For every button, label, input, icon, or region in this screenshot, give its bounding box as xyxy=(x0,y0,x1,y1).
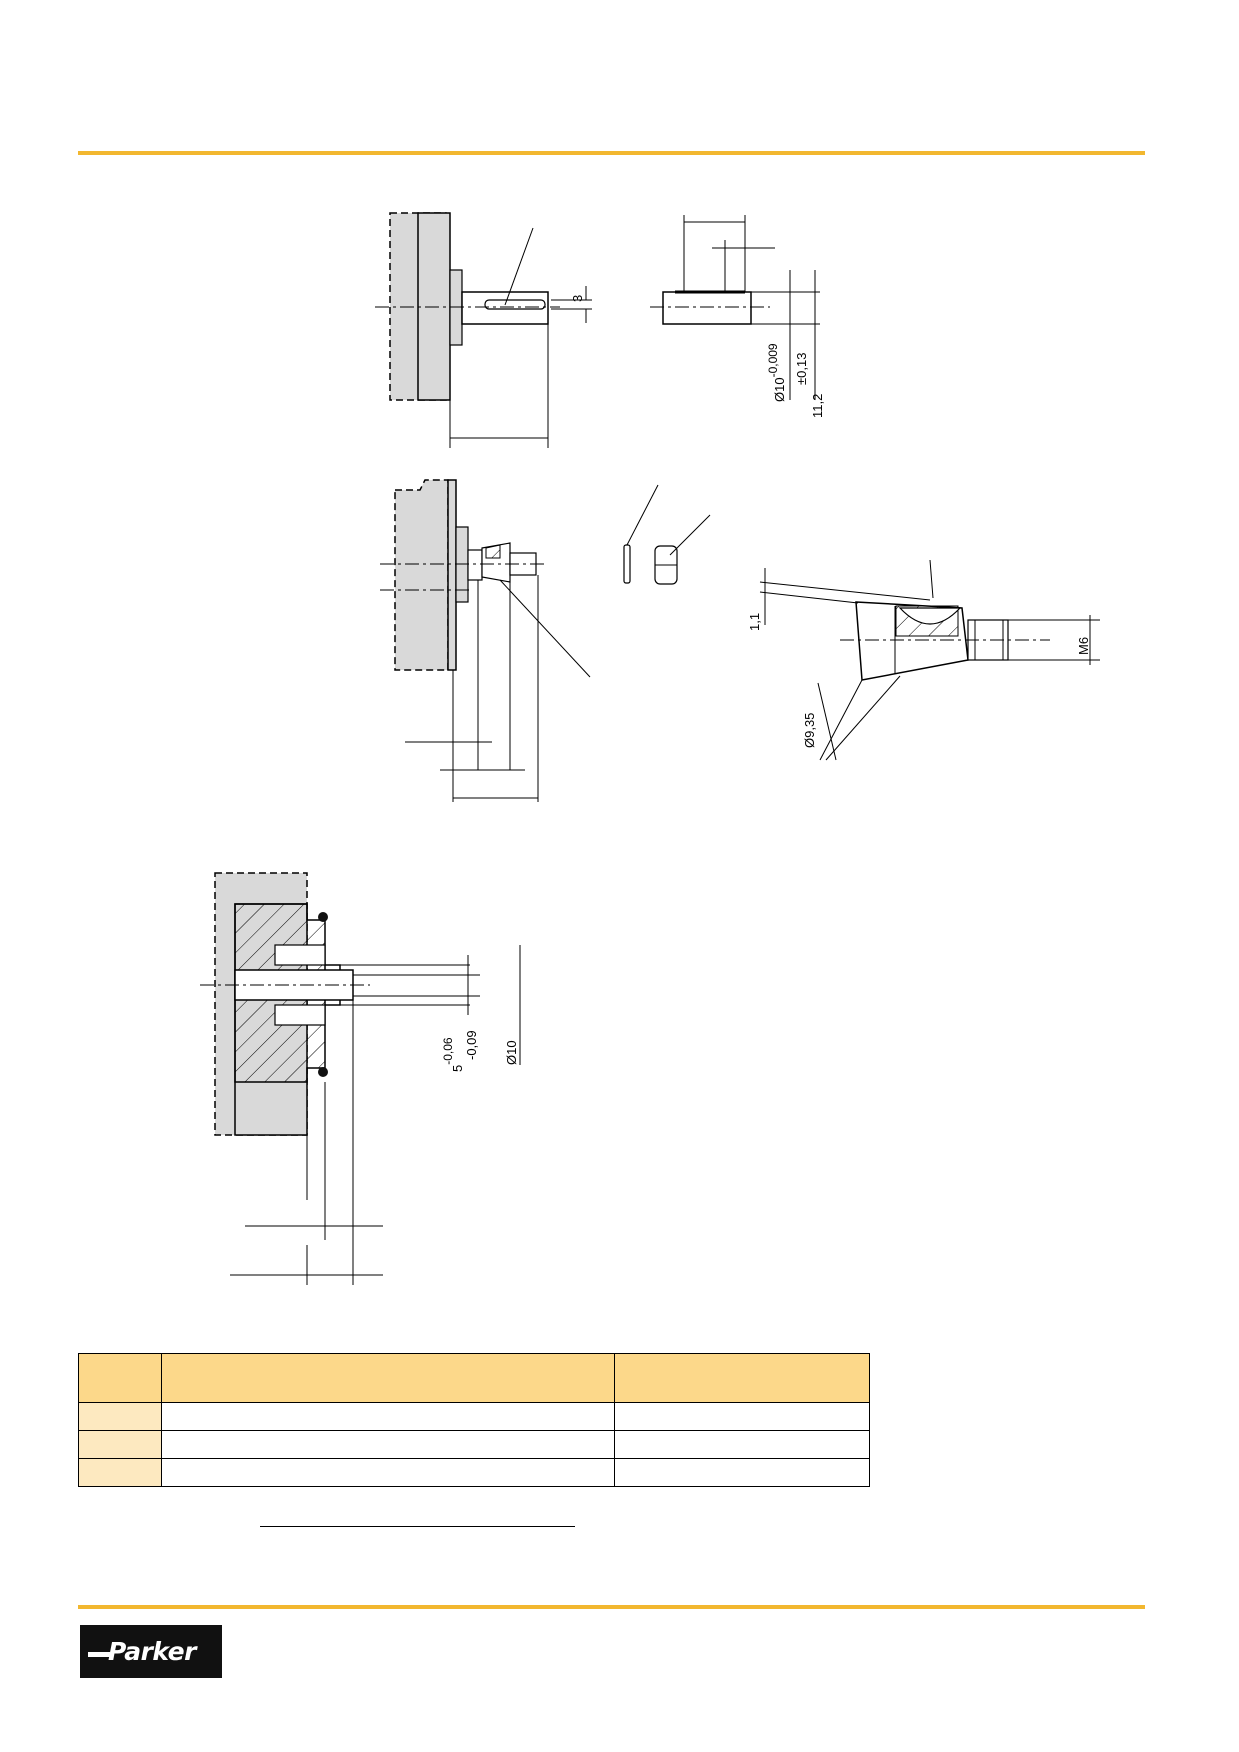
top-accent-rule xyxy=(78,151,1145,155)
key-detail-view: Ø10-0,009 ±0,13 11,2 xyxy=(650,215,825,418)
key-depth-tolerance-label: ±0,13 xyxy=(794,353,809,385)
table-row xyxy=(78,1458,870,1487)
key-height-label: 3 xyxy=(570,295,585,302)
taper-diameter-label: Ø9,35 xyxy=(802,713,817,748)
parker-logo: Parker xyxy=(80,1625,222,1678)
shaft-diameter-value: Ø10 xyxy=(772,377,787,402)
header-cell-description xyxy=(161,1353,615,1403)
shaft-diameter-label: Ø10-0,009 xyxy=(766,343,787,402)
table-cell xyxy=(78,1458,162,1487)
logo-text: Parker xyxy=(108,1637,196,1666)
table-cell xyxy=(161,1458,615,1487)
spec-table xyxy=(78,1353,870,1487)
table-row xyxy=(78,1402,870,1431)
table-cell xyxy=(78,1430,162,1459)
bottom-accent-rule xyxy=(78,1605,1145,1609)
table-row xyxy=(78,1430,870,1459)
spline-width-label: 5-0,06 xyxy=(441,1037,465,1072)
spline-section-view: 5-0,06 -0,09 Ø10 xyxy=(200,872,521,1285)
table-cell xyxy=(78,1402,162,1431)
footnote-underline xyxy=(260,1526,575,1527)
taper-rise-label: 1,1 xyxy=(747,613,762,631)
key-and-nut-view xyxy=(623,484,711,585)
header-cell-value xyxy=(614,1353,870,1403)
table-cell xyxy=(614,1430,870,1459)
key-depth-label: 11,2 xyxy=(810,394,825,418)
tapered-shaft-view xyxy=(380,479,591,802)
spline-width-value: 5 xyxy=(450,1065,465,1072)
spline-tol-upper: -0,06 xyxy=(441,1037,455,1065)
header-cell-code xyxy=(78,1353,162,1403)
spline-tol-lower: -0,09 xyxy=(464,1030,479,1060)
taper-detail-view: 1,1 M6 Ø9,35 xyxy=(747,559,1100,761)
table-cell xyxy=(614,1458,870,1487)
shaft-tolerance-value: -0,009 xyxy=(766,343,780,377)
table-cell xyxy=(161,1430,615,1459)
spline-diameter-label: Ø10 xyxy=(504,1040,519,1065)
logo-bar xyxy=(88,1652,110,1657)
spec-table-header xyxy=(78,1353,870,1403)
technical-drawing: 3 Ø10-0,009 ±0,13 11,2 xyxy=(200,212,1100,1285)
table-cell xyxy=(614,1402,870,1431)
table-cell xyxy=(161,1402,615,1431)
keyed-shaft-view: 3 xyxy=(375,212,592,448)
thread-label: M6 xyxy=(1076,637,1091,655)
